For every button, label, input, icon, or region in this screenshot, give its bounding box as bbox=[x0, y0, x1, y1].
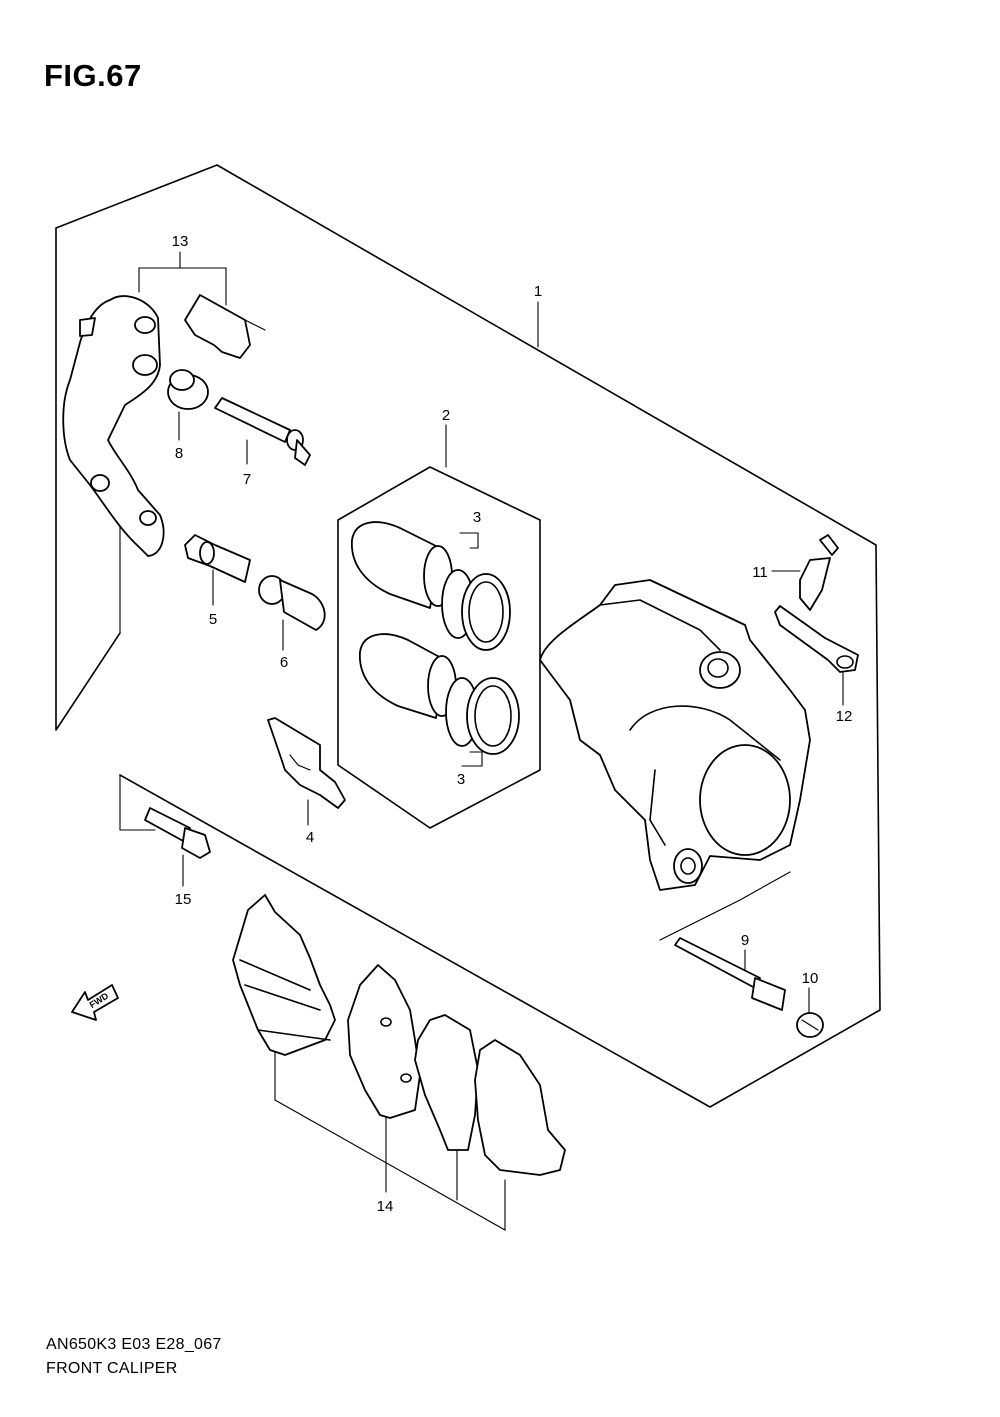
plug bbox=[796, 1012, 824, 1038]
assembly-frame bbox=[55, 164, 881, 1108]
bleeder-strap bbox=[774, 605, 859, 673]
pad-pin bbox=[674, 937, 786, 1011]
pad-spring bbox=[184, 294, 266, 359]
leader-lines bbox=[119, 251, 844, 1231]
callout-14: 14 bbox=[377, 1198, 394, 1215]
pistons-and-seals bbox=[351, 521, 520, 755]
callout-5: 5 bbox=[209, 611, 217, 628]
callout-1: 1 bbox=[534, 283, 542, 300]
pad-retainer bbox=[267, 717, 346, 809]
brake-pads bbox=[232, 894, 566, 1176]
boot-cap bbox=[258, 575, 326, 631]
callout-6: 6 bbox=[280, 654, 288, 671]
figure-name: FRONT CALIPER bbox=[46, 1360, 178, 1377]
figure-code: AN650K3 E03 E28_067 bbox=[46, 1336, 222, 1353]
callout-13: 13 bbox=[172, 233, 189, 250]
callout-2: 2 bbox=[442, 407, 450, 424]
callout-3b: 3 bbox=[457, 771, 465, 788]
callout-10: 10 bbox=[802, 970, 819, 987]
caliper-body bbox=[539, 579, 811, 891]
piston-kit-frame bbox=[337, 466, 541, 829]
figure-number: FIG.67 bbox=[44, 58, 142, 93]
callout-3a: 3 bbox=[473, 509, 481, 526]
slide-pin-7 bbox=[214, 397, 311, 466]
callout-labels: 1 2 3 3 4 5 6 7 8 9 10 11 12 13 14 15 bbox=[172, 233, 853, 1215]
caliper-bracket bbox=[62, 295, 165, 557]
callout-8: 8 bbox=[175, 445, 183, 462]
callout-4: 4 bbox=[306, 829, 314, 846]
callout-11: 11 bbox=[752, 564, 768, 581]
forward-direction-arrow: FWD bbox=[71, 984, 119, 1021]
callout-15: 15 bbox=[175, 891, 192, 908]
bleeder-valve bbox=[799, 534, 839, 611]
callout-12: 12 bbox=[836, 708, 853, 725]
callout-9: 9 bbox=[741, 932, 749, 949]
boot bbox=[167, 369, 209, 410]
callout-7: 7 bbox=[243, 471, 251, 488]
mounting-bolt bbox=[144, 807, 211, 859]
slide-pin-5 bbox=[184, 534, 251, 583]
